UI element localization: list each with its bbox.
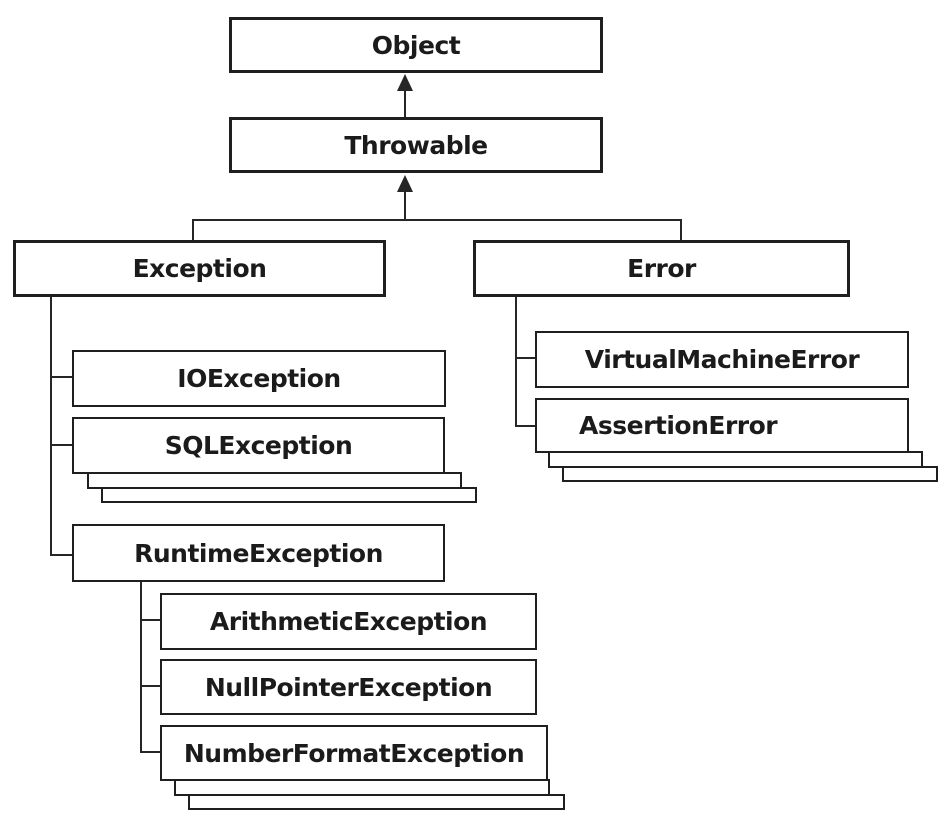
numberformat-more-stack-1: [174, 779, 550, 796]
edge-children-to-throwable-line: [404, 191, 406, 220]
edge-tbar-horizontal-line: [192, 219, 682, 221]
sqlexception-more-stack-1: [87, 472, 462, 489]
edge-exception-trunk-line: [50, 297, 52, 556]
node-assertionerror-box: AssertionError: [535, 398, 909, 453]
node-exception-box: Exception: [13, 240, 386, 297]
node-object-box: Object: [229, 17, 603, 73]
edge-tick-ioexception-line: [50, 376, 74, 378]
assertionerror-more-stack-2: [562, 466, 938, 482]
node-sqlexception-box: SQLException: [72, 417, 445, 474]
edge-tick-numberformat-line: [140, 751, 162, 753]
numberformat-more-stack-2: [188, 794, 565, 810]
node-nullpointerexception-box: NullPointerException: [160, 659, 537, 715]
edge-error-trunk-line: [515, 297, 517, 427]
edge-tbar-drop-error-line: [680, 219, 682, 242]
edge-throwable-to-object-line: [404, 90, 406, 117]
node-numberformatexception-box: NumberFormatException: [160, 725, 548, 781]
edge-tick-runtimeexception-line: [50, 554, 74, 556]
edge-tick-assertion-line: [515, 425, 537, 427]
edge-tick-sqlexception-line: [50, 444, 74, 446]
arrowhead-children-to-throwable: [397, 175, 413, 192]
node-throwable-box: Throwable: [229, 117, 603, 173]
node-virtualmachineerror-box: VirtualMachineError: [535, 331, 909, 388]
sqlexception-more-stack-2: [101, 487, 477, 503]
edge-tick-virtualmachine-line: [515, 357, 537, 359]
edge-tick-nullpointer-line: [140, 685, 162, 687]
node-error-box: Error: [473, 240, 850, 297]
edge-runtime-trunk-line: [140, 582, 142, 753]
node-arithmeticexception-box: ArithmeticException: [160, 593, 537, 650]
node-runtimeexception-box: RuntimeException: [72, 524, 445, 582]
node-ioexception-box: IOException: [72, 350, 446, 407]
assertionerror-more-stack-1: [548, 451, 923, 468]
edge-tick-arithmetic-line: [140, 619, 162, 621]
edge-tbar-drop-exception-line: [192, 219, 194, 242]
arrowhead-throwable-to-object: [397, 74, 413, 91]
